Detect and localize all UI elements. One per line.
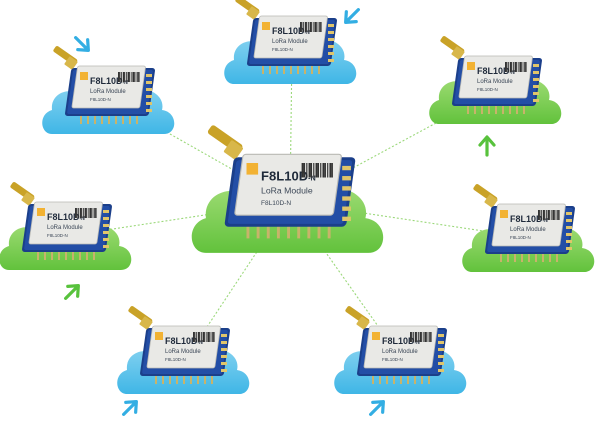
module-model-label: F8L10D-N [382,336,420,346]
module-line2: LoRa Module [272,39,308,45]
module-line3: F8L10D-N [47,233,68,238]
antenna-icon [10,181,35,206]
module-line2: LoRa Module [165,349,201,355]
antenna-icon [207,124,244,160]
arrow-icon [61,281,84,304]
module-line2: LoRa Module [90,89,126,95]
arrow-icon [119,397,142,420]
arrow-icon [366,397,389,420]
module-model-label: F8L10D-N [510,214,548,224]
antenna-icon [128,305,153,330]
antenna-icon [440,35,465,60]
module-model-label: F8L10D-N [47,212,85,222]
module-line2: LoRa Module [382,349,418,355]
module-model: F8L10D [261,168,308,183]
antenna-icon [53,45,78,70]
module-line2: LoRa Module [510,227,546,233]
module-line3: F8L10D-N [272,47,293,52]
module-line3: F8L10D-N [510,235,531,240]
arrow-icon [341,5,364,28]
antenna-icon [345,305,370,330]
module-model-label: F8L10D-N [165,336,203,346]
antenna-icon [473,183,498,208]
module-model-label: F8L10D-N [90,76,128,86]
module-model-label: F8L10D-N [261,168,316,183]
module-model-label: F8L10D-N [272,26,310,36]
module-line2: LoRa Module [477,79,513,85]
module-line3: F8L10D-N [382,357,403,362]
antenna-icon [235,0,260,20]
module-line2: LoRa Module [261,185,313,195]
module-line3: F8L10D-N [477,87,498,92]
arrow-icon [480,137,494,155]
module-line3: F8L10D-N [165,357,186,362]
module-line3: F8L10D-N [90,97,111,102]
module-line3: F8L10D-N [261,200,291,207]
module-model-label: F8L10D-N [477,66,515,76]
module-line2: LoRa Module [47,225,83,231]
arrow-icon [71,33,94,56]
